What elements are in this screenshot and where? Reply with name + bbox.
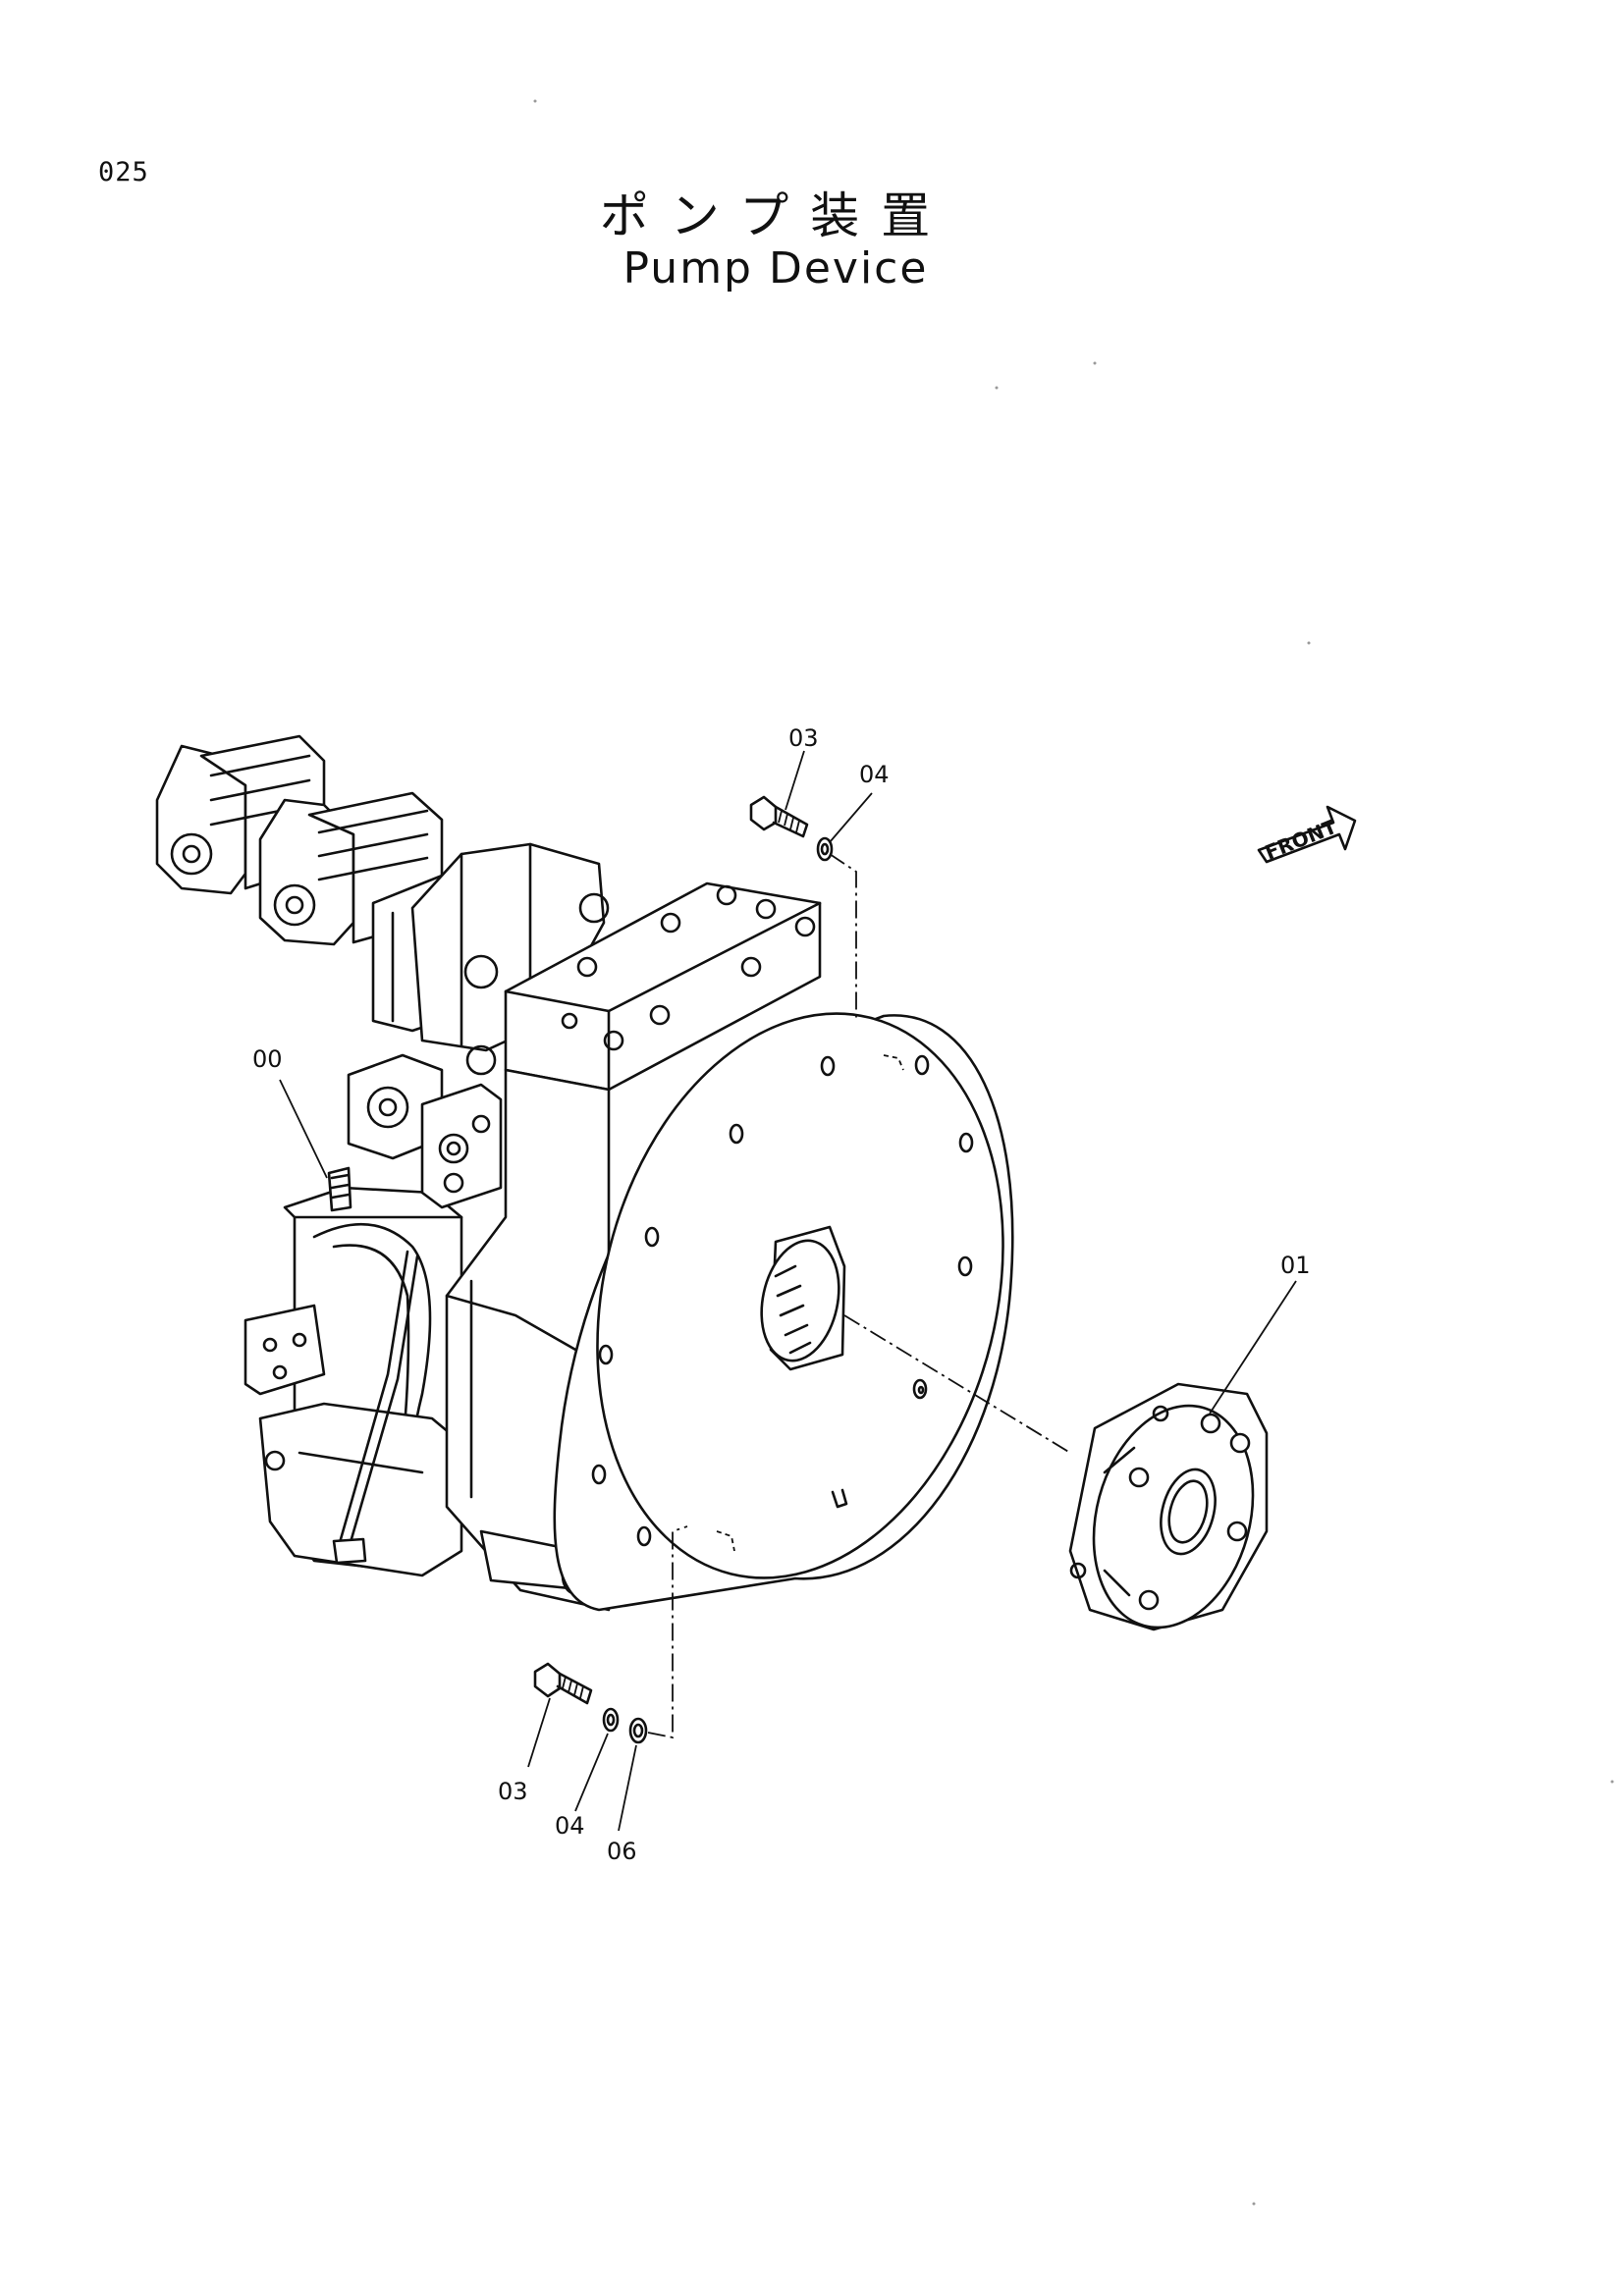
- bolt-top: [749, 795, 809, 838]
- page-title-english: Pump Device: [623, 243, 929, 294]
- callout-label: 04: [555, 1812, 585, 1840]
- front-label: FRONT: [1262, 815, 1340, 865]
- washer-bottom: [602, 1707, 620, 1733]
- bolt-bottom: [533, 1662, 593, 1705]
- callout-label: 03: [788, 724, 819, 752]
- callout-label: 00: [252, 1045, 283, 1073]
- front-direction-arrow: FRONT: [1257, 805, 1357, 865]
- coupling: [1068, 1382, 1269, 1631]
- gear-pump-stack: [155, 734, 610, 1160]
- assembly-line-shaft: [843, 1314, 1071, 1454]
- assembly-line-top: [829, 853, 857, 1021]
- page-number: 025: [98, 157, 149, 187]
- callout-label: 03: [498, 1778, 528, 1805]
- main-pump-body: [244, 1166, 463, 1577]
- page-title-japanese: ポンプ装置: [599, 187, 952, 244]
- flywheel-housing-flange: [553, 1012, 1014, 1612]
- assembly-line-bottom: [647, 1525, 688, 1739]
- callout-label: 06: [607, 1838, 637, 1865]
- washer-06: [628, 1717, 648, 1744]
- callout-label: 04: [859, 761, 890, 788]
- leader-lines: [279, 750, 1297, 1832]
- callout-label: 01: [1280, 1252, 1311, 1279]
- washer-top: [816, 836, 834, 862]
